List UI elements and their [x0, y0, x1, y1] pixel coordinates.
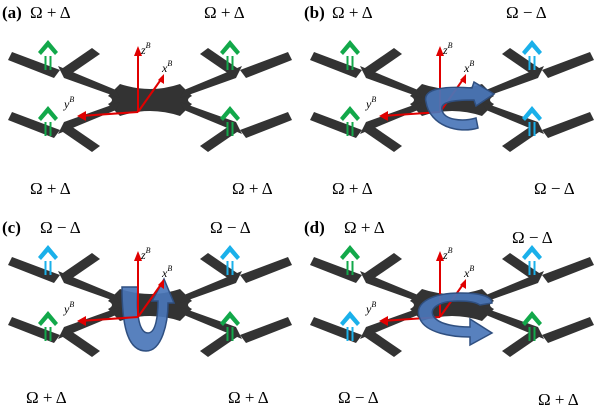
rotor-speed-back-left: Ω + Δ [332, 3, 373, 22]
panel-label-a: (a) [2, 3, 22, 22]
axis-label-y: yB [63, 95, 74, 111]
rotor-speed-bottom-right: Ω + Δ [228, 388, 269, 407]
rotor-speed-top-right: Ω − Δ [210, 218, 251, 237]
rotor-speed-back-right: Ω − Δ [506, 3, 547, 22]
axis-label-y: yB [365, 300, 376, 316]
rotor-speed-back-left: Ω + Δ [30, 3, 71, 22]
panel-label-c: (c) [2, 218, 21, 237]
axis-label-z: zB [442, 41, 453, 57]
axis-label-x: xB [463, 264, 474, 280]
torque-arrow-yaw [417, 292, 494, 347]
rotor-speed-bottom-right: Ω + Δ [538, 390, 579, 409]
axis-label-x: xB [463, 59, 474, 75]
rotor-speed-top-left: Ω + Δ [344, 218, 385, 237]
axis-label-y: yB [365, 95, 376, 111]
torque-arrow-roll [424, 80, 496, 131]
rotor-speed-bottom-left: Ω + Δ [26, 388, 67, 407]
rotor-speed-front-left: Ω + Δ [332, 179, 373, 198]
axis-label-z: zB [140, 246, 151, 262]
rotor-speed-top-right: Ω − Δ [512, 228, 553, 247]
panel-b: (b) zB xB yB Ω + Δ Ω − Δ Ω + Δ Ω − Δ [304, 3, 594, 198]
rotor-speed-bottom-left: Ω − Δ [338, 388, 379, 407]
axis-label-x: xB [161, 59, 172, 75]
rotor-speed-top-left: Ω − Δ [40, 218, 81, 237]
axis-label-z: zB [442, 246, 453, 262]
panel-c: (c) zB xB yB Ω − Δ Ω − Δ Ω + Δ Ω + Δ [2, 218, 292, 407]
body-axes: zB xB yB [63, 41, 172, 121]
body-axes: zB xB yB [63, 246, 172, 326]
rotor-speed-front-left: Ω + Δ [30, 179, 71, 198]
torque-arrow-pitch [121, 277, 176, 352]
rotor-speed-front-right: Ω − Δ [534, 179, 575, 198]
axis-label-z: zB [140, 41, 151, 57]
panel-a: (a) zB xB yB Ω + Δ Ω + Δ Ω + Δ Ω + Δ [2, 3, 292, 198]
panel-d: (d) zB xB yB Ω + Δ Ω − Δ Ω − Δ Ω + Δ [304, 218, 594, 409]
body-axes: zB xB yB [365, 41, 474, 121]
axis-label-y: yB [63, 300, 74, 316]
rotor-speed-front-right: Ω + Δ [232, 179, 273, 198]
panel-label-b: (b) [304, 3, 325, 22]
rotor-speed-back-right: Ω + Δ [204, 3, 245, 22]
panel-label-d: (d) [304, 218, 325, 237]
axis-label-x: xB [161, 264, 172, 280]
